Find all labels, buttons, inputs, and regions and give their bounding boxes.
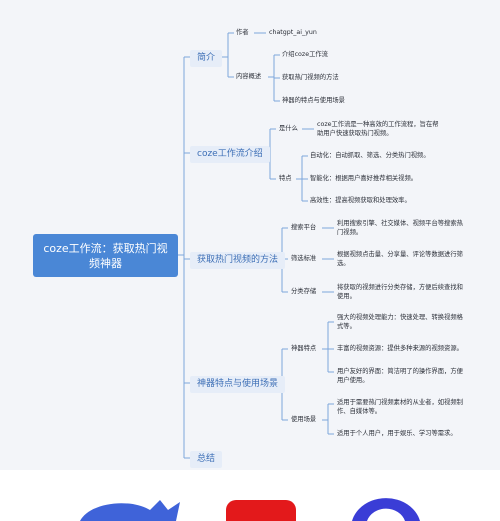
feat-item: 用户友好的界面：简洁明了的操作界面，方便用户使用。 [337, 368, 463, 384]
scene-item: 适用于需要热门视频素材的从业者，如视频制作、自媒体等。 [337, 399, 463, 415]
ring-logo-icon [352, 498, 420, 521]
branch-coze[interactable]: coze工作流介绍 [190, 146, 270, 163]
feat-label: 神器特点 [291, 345, 317, 352]
branch-features[interactable]: 神器特点与使用场景 [190, 376, 286, 393]
coze-feature-item: 高效性：提高视频获取和处理效率。 [310, 197, 411, 204]
overview-label: 内容概述 [236, 73, 262, 80]
red-app-icon [226, 500, 296, 521]
what-label: 是什么 [279, 125, 298, 132]
mindmap-canvas: coze工作流：获取热门视频神器 简介 coze工作流介绍 获取热门视频的方法 … [0, 0, 500, 470]
whale-logo-icon [80, 500, 180, 521]
author-label: 作者 [236, 29, 249, 36]
scene-item: 适用于个人用户，用于娱乐、学习等需求。 [337, 430, 457, 437]
logo-strip [0, 470, 500, 521]
author-value: chatgpt_ai_yun [269, 29, 317, 36]
features-label: 特点 [279, 175, 292, 182]
feat-item: 丰富的视频资源：提供多种来源的视频资源。 [337, 345, 463, 352]
root-node[interactable]: coze工作流：获取热门视频神器 [33, 234, 178, 277]
what-text: coze工作流是一种高效的工作流程，旨在帮助用户快速获取热门视频。 [317, 121, 439, 137]
store-text: 将获取的视频进行分类存储，方便后续查找和使用。 [337, 284, 463, 300]
overview-item: 获取热门视频的方法 [282, 74, 339, 81]
store-label: 分类存储 [291, 288, 317, 295]
overview-item: 介绍coze工作流 [282, 51, 328, 58]
branch-method[interactable]: 获取热门视频的方法 [190, 252, 286, 269]
logo-shapes [80, 498, 420, 521]
feat-item: 强大的视频处理能力：快速处理、转换视频格式等。 [337, 314, 463, 330]
scene-label: 使用场景 [291, 416, 317, 423]
coze-feature-item: 智能化：根据用户喜好推荐相关视频。 [310, 175, 418, 182]
branch-summary[interactable]: 总结 [190, 451, 223, 468]
overview-item: 神器的特点与使用场景 [282, 97, 345, 104]
search-text: 利用搜索引擎、社交媒体、视频平台等搜索热门视频。 [337, 220, 463, 236]
filter-label: 筛选标准 [291, 255, 317, 262]
filter-text: 根据视频点击量、分享量、评论等数据进行筛选。 [337, 251, 463, 267]
branch-intro[interactable]: 简介 [190, 50, 223, 67]
coze-feature-item: 自动化：自动抓取、筛选、分类热门视频。 [310, 152, 430, 159]
search-label: 搜索平台 [291, 224, 317, 231]
